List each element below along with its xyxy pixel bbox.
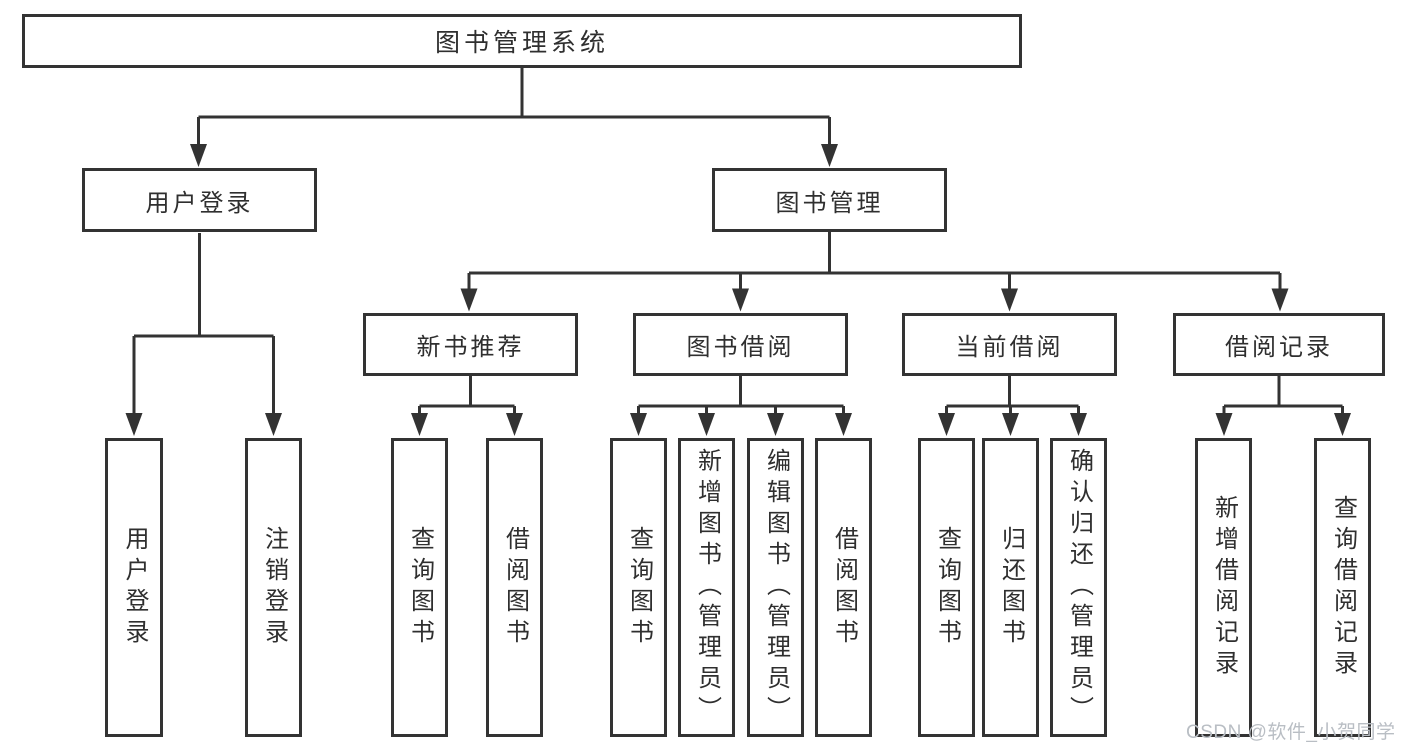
- node-label: 图书借阅: [686, 334, 795, 361]
- node-label: 图书管理: [775, 189, 884, 217]
- node-borrowing-records: 借阅记录: [1173, 313, 1385, 376]
- leaf-borrow-books: 借阅图书: [815, 438, 872, 737]
- node-new-book-recommend: 新书推荐: [363, 313, 578, 376]
- node-book-borrowing: 图书借阅: [633, 313, 848, 376]
- leaf-return-books: 归还图书: [982, 438, 1039, 737]
- node-label: 用户登录: [145, 189, 254, 217]
- node-label: 借阅记录: [1225, 334, 1333, 361]
- leaf-label: 归还图书: [997, 525, 1025, 650]
- leaf-query-borrow-record: 查询借阅记录: [1314, 438, 1371, 737]
- leaf-borrow-books: 借阅图书: [486, 438, 543, 737]
- leaf-add-borrow-record: 新增借阅记录: [1195, 438, 1252, 737]
- leaf-query-books: 查询图书: [391, 438, 448, 737]
- leaf-label: 查询图书: [625, 525, 653, 650]
- leaf-user-login: 用户登录: [105, 438, 163, 737]
- leaf-label: 新增图书（管理员）: [693, 448, 721, 727]
- leaf-add-books-admin: 新增图书（管理员）: [678, 438, 735, 737]
- leaf-label: 用户登录: [121, 525, 148, 650]
- leaf-query-books: 查询图书: [918, 438, 975, 737]
- leaf-label: 新增借阅记录: [1210, 494, 1238, 681]
- leaf-logout: 注销登录: [245, 438, 302, 737]
- leaf-label: 注销登录: [260, 525, 288, 650]
- leaf-label: 编辑图书（管理员）: [762, 448, 790, 727]
- node-label: 新书推荐: [416, 334, 525, 361]
- leaf-label: 借阅图书: [830, 525, 858, 650]
- leaf-label: 查询图书: [406, 525, 434, 650]
- leaf-label: 确认归还（管理员）: [1065, 448, 1093, 727]
- node-book-management: 图书管理: [712, 168, 947, 232]
- leaf-confirm-return-admin: 确认归还（管理员）: [1050, 438, 1107, 737]
- leaf-edit-books-admin: 编辑图书（管理员）: [747, 438, 804, 737]
- leaf-query-books: 查询图书: [610, 438, 667, 737]
- leaf-label: 查询借阅记录: [1329, 494, 1357, 681]
- leaf-label: 借阅图书: [501, 525, 529, 650]
- node-library-system: 图书管理系统: [22, 14, 1022, 68]
- node-label: 图书管理系统: [434, 29, 609, 57]
- node-user-login: 用户登录: [82, 168, 317, 232]
- watermark: CSDN @软件_小贺同学: [1186, 722, 1396, 743]
- leaf-label: 查询图书: [933, 525, 961, 650]
- node-label: 当前借阅: [955, 334, 1064, 361]
- node-current-borrowing: 当前借阅: [902, 313, 1117, 376]
